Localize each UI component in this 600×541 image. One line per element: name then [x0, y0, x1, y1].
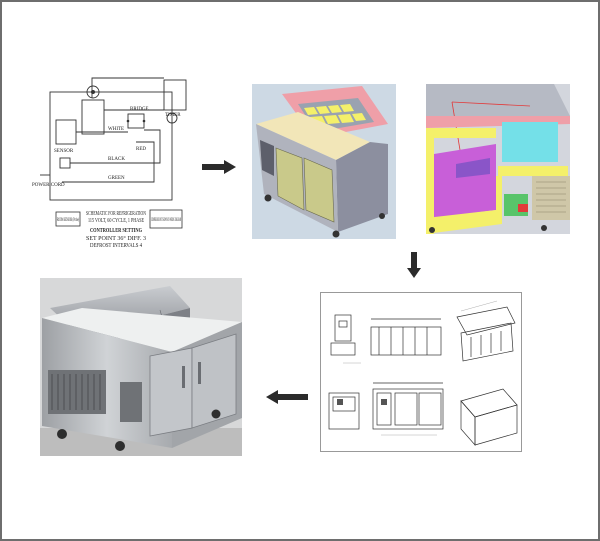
- schematic-title-line2: 115 VOLT, 60 CYCLE, 1 PHASE: [88, 218, 144, 224]
- label-white: WHITE: [108, 127, 124, 132]
- arrow-down-icon: [407, 252, 421, 283]
- label-bridge: BRIDGE: [130, 107, 149, 112]
- compressor-box-text: COMPRESSOR NOT SHOWN ON WIRING DIAGRAM: [151, 218, 181, 223]
- controller-line2: DEFROST INTERVALS 4: [90, 243, 142, 249]
- controller-title: CONTROLLER SETTING: [90, 228, 142, 234]
- wiring-schematic: BRIDGE WHITE BLACK GREEN RED TIMER SENSO…: [32, 70, 192, 250]
- cad-cutaway-view: [426, 84, 570, 234]
- controller-line1: SET POINT 36° DIFF. 3: [86, 235, 146, 242]
- schematic-title-line1: SCHEMATIC FOR REFRIGERATION: [86, 211, 146, 217]
- arrow-right-icon: [202, 160, 236, 179]
- arrow-left-icon: [266, 390, 308, 409]
- label-green: GREEN: [108, 176, 125, 181]
- label-black: BLACK: [108, 157, 125, 162]
- cad-render-cabinet: [252, 84, 396, 239]
- product-photo: [40, 278, 242, 456]
- label-red: RED: [136, 147, 146, 152]
- label-timer: TIMER: [165, 113, 181, 118]
- label-power-cord: POWER CORD: [32, 183, 65, 188]
- room-sensor-box-text: ROOM SENSOR (Probe): [57, 218, 79, 223]
- technical-drawing-sheet: [320, 292, 522, 452]
- label-sensor: SENSOR: [54, 149, 74, 154]
